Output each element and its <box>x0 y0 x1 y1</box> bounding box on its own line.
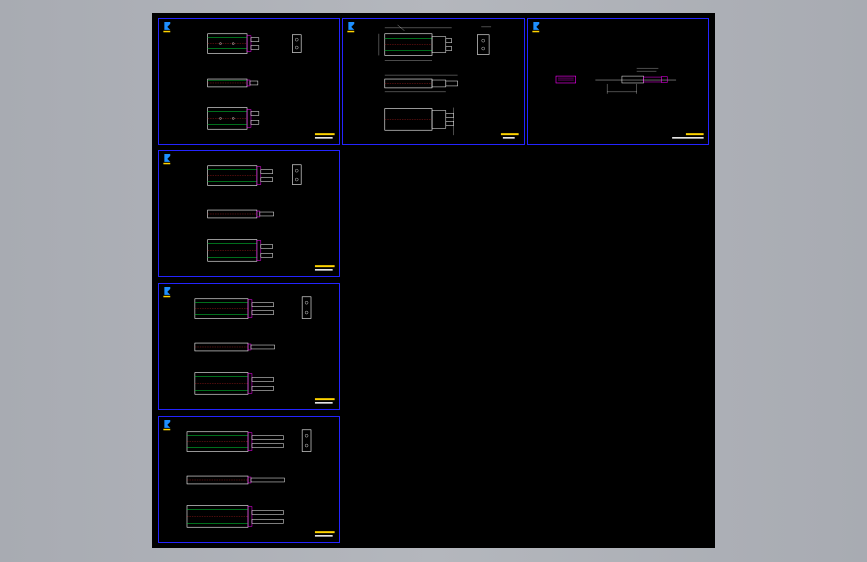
cylinder-bottom-view <box>207 107 260 130</box>
cylinder-top-view <box>207 33 260 54</box>
logo-icon <box>163 286 171 298</box>
cylinder-top-view <box>207 165 273 186</box>
cylinder-side-view <box>207 209 274 219</box>
cylinder-top-view <box>186 431 284 452</box>
cylinder-bottom-view <box>186 505 284 528</box>
title-block <box>672 133 704 139</box>
sheet-5-drawing <box>163 286 335 404</box>
dimensioned-end-view <box>477 26 492 55</box>
drawing-sheet-5[interactable] <box>158 283 340 410</box>
logo-icon <box>163 21 171 33</box>
cylinder-side-view <box>207 78 259 88</box>
cylinder-end-view <box>301 296 312 319</box>
sheet-6-drawing <box>163 419 335 537</box>
dimensioned-top-view <box>378 24 452 61</box>
cylinder-side-view <box>194 342 275 352</box>
cylinder-top-view <box>194 298 274 319</box>
cylinder-end-view <box>292 164 302 185</box>
rod-detail-view <box>595 68 677 94</box>
magenta-callout <box>555 75 576 84</box>
title-block <box>314 133 335 139</box>
dimensioned-side-view <box>384 74 458 92</box>
cylinder-bottom-view <box>194 372 274 395</box>
cylinder-side-view <box>186 475 285 485</box>
drawing-sheet-4[interactable] <box>158 150 340 277</box>
logo-icon <box>163 419 171 431</box>
dimensioned-bottom-view <box>384 107 454 136</box>
logo-icon <box>163 153 171 165</box>
sheet-3-drawing <box>532 21 704 139</box>
drawing-sheet-1[interactable] <box>158 18 340 145</box>
cylinder-end-view <box>292 34 302 53</box>
cylinder-bottom-view <box>207 239 273 262</box>
cylinder-end-view <box>301 429 312 452</box>
title-block <box>314 531 335 537</box>
logo-icon <box>532 21 540 33</box>
sheet-1-drawing <box>163 21 335 139</box>
sheet-4-drawing <box>163 153 335 271</box>
title-block <box>314 398 335 404</box>
title-block <box>314 265 335 271</box>
cad-model-space[interactable] <box>152 13 715 548</box>
sheet-2-drawing <box>347 21 519 139</box>
logo-icon <box>347 21 355 33</box>
drawing-sheet-3[interactable] <box>527 18 709 145</box>
drawing-sheet-6[interactable] <box>158 416 340 543</box>
title-block <box>500 133 519 139</box>
drawing-sheet-2[interactable] <box>342 18 525 145</box>
